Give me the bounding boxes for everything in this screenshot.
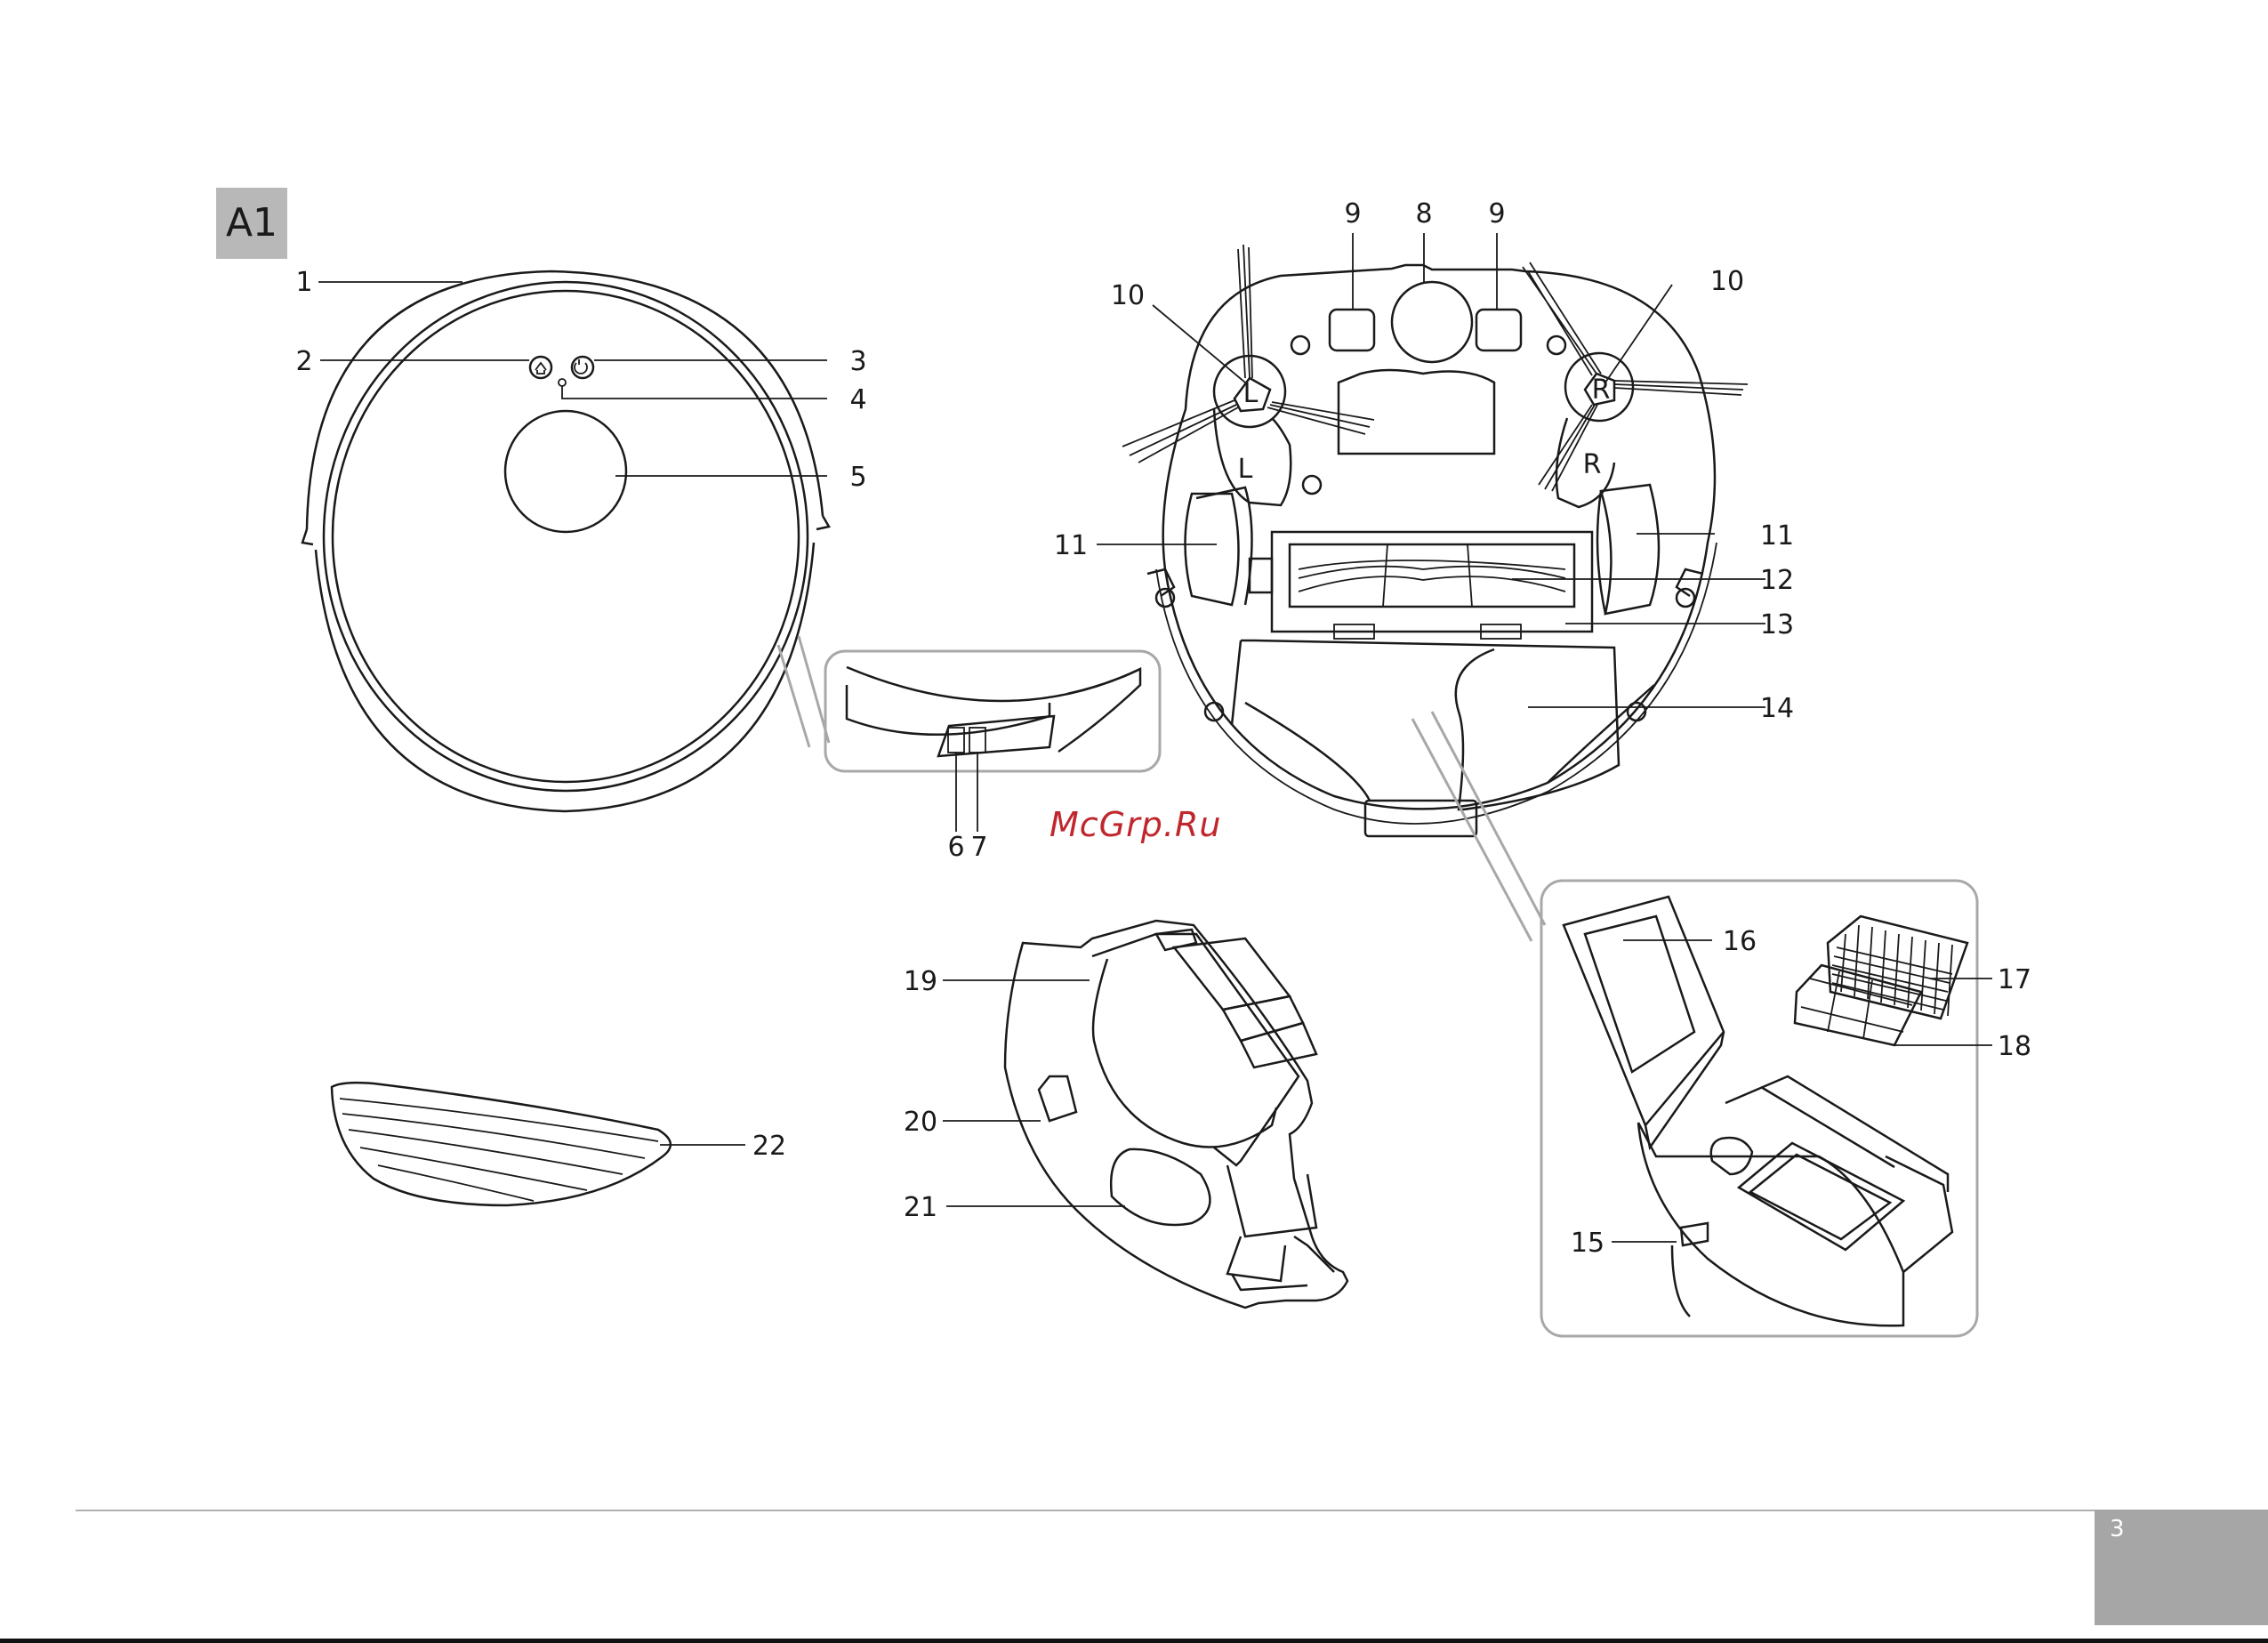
- callout-22: 22: [752, 1131, 786, 1162]
- callout-9-left: 9: [1344, 198, 1361, 230]
- footer-divider: [76, 1510, 2268, 1511]
- callout-17: 17: [1998, 964, 2031, 995]
- callout-13: 13: [1760, 609, 1794, 640]
- callout-10-left: 10: [1111, 280, 1145, 311]
- callout-14: 14: [1760, 693, 1794, 724]
- callout-9-right: 9: [1488, 198, 1505, 230]
- callout-15: 15: [1571, 1228, 1604, 1259]
- callout-19: 19: [904, 966, 937, 997]
- callout-16: 16: [1723, 926, 1757, 957]
- callout-11-left: 11: [1054, 530, 1088, 561]
- watermark: McGrp.Ru: [1050, 805, 1221, 844]
- bottom-border: [0, 1639, 2268, 1643]
- callout-20: 20: [904, 1107, 937, 1138]
- callout-6: 6: [947, 832, 964, 863]
- callout-5: 5: [849, 462, 866, 493]
- callout-7: 7: [970, 832, 987, 863]
- callout-3: 3: [849, 346, 866, 377]
- robot-top-view: [302, 271, 829, 811]
- callout-4: 4: [849, 384, 866, 415]
- left-brush-letter: L: [1243, 378, 1259, 409]
- callout-18: 18: [1998, 1031, 2031, 1062]
- callout-21: 21: [904, 1192, 937, 1223]
- charging-dock: [1005, 921, 1347, 1308]
- side-buttons-zoom: [778, 636, 1160, 771]
- right-wheel-letter: R: [1583, 449, 1602, 480]
- callout-12: 12: [1760, 565, 1794, 596]
- callout-11-right: 11: [1760, 520, 1794, 552]
- callout-10-right: 10: [1710, 266, 1744, 297]
- right-brush-letter: R: [1592, 375, 1611, 406]
- mop-pad: [332, 1083, 671, 1205]
- callout-2: 2: [295, 346, 312, 377]
- callout-8: 8: [1415, 198, 1432, 230]
- robot-bottom-view: [1122, 245, 1748, 836]
- left-wheel-letter: L: [1238, 454, 1253, 485]
- page-number: 3: [2110, 1516, 2125, 1542]
- callout-1: 1: [295, 267, 312, 298]
- filters: [1795, 916, 1967, 1045]
